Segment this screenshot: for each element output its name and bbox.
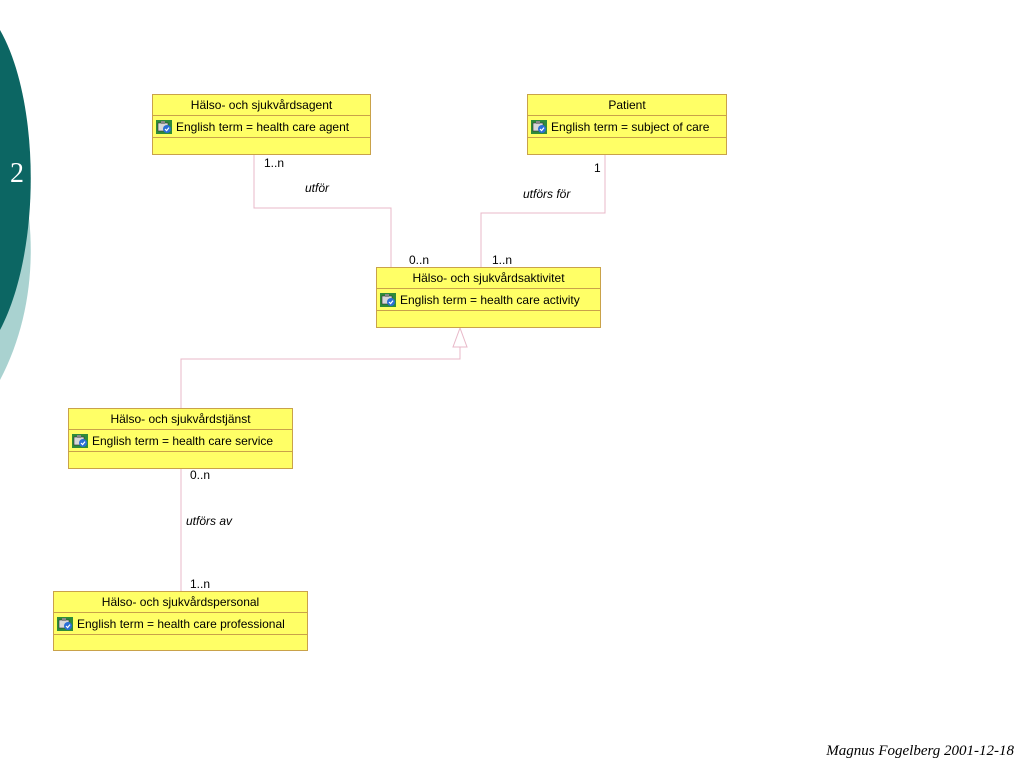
attribute-icon [380, 292, 396, 307]
association-agent-activity [253, 155, 392, 268]
class-health-care-activity[interactable]: Hälso- och sjukvårdsaktivitet English te… [376, 267, 601, 328]
class-health-care-agent[interactable]: Hälso- och sjukvårdsagent English term =… [152, 94, 371, 155]
class-name: Hälso- och sjukvårdspersonal [54, 592, 307, 613]
class-name: Hälso- och sjukvårdstjänst [69, 409, 292, 430]
class-operations [528, 138, 726, 151]
attribute-icon [72, 433, 88, 448]
class-attribute: English term = health care agent [153, 116, 370, 138]
attribute-text: English term = health care agent [176, 119, 350, 134]
class-operations [69, 452, 292, 465]
class-name: Hälso- och sjukvårdsaktivitet [377, 268, 600, 289]
attribute-text: English term = subject of care [551, 119, 710, 134]
class-attribute: English term = health care professional [54, 613, 307, 635]
multiplicity-activity-patient-end: 1..n [492, 253, 513, 267]
class-attribute: English term = health care service [69, 430, 292, 452]
connector-lines [180, 155, 606, 591]
class-health-care-service[interactable]: Hälso- och sjukvårdstjänst English term … [68, 408, 293, 469]
association-patient-activity [480, 155, 606, 268]
class-attribute: English term = health care activity [377, 289, 600, 311]
multiplicity-personnel: 1..n [190, 577, 211, 591]
generalization-arrowhead [452, 326, 468, 348]
role-utfors-av: utförs av [186, 514, 233, 528]
footer-author-date: Magnus Fogelberg 2001-12-18 [826, 743, 1014, 759]
role-utfors-for: utförs för [523, 187, 571, 201]
class-operations [153, 138, 370, 151]
class-name: Patient [528, 95, 726, 116]
attribute-text: English term = health care activity [400, 292, 580, 307]
multiplicity-activity-agent-end: 0..n [409, 253, 430, 267]
attribute-icon [531, 119, 547, 134]
attribute-text: English term = health care service [92, 433, 274, 448]
multiplicity-agent: 1..n [264, 156, 285, 170]
multiplicity-service: 0..n [190, 468, 211, 482]
role-utfor: utför [305, 181, 330, 195]
class-attribute: English term = subject of care [528, 116, 726, 138]
class-operations [54, 635, 307, 648]
class-operations [377, 311, 600, 324]
class-name: Hälso- och sjukvårdsagent [153, 95, 370, 116]
attribute-text: English term = health care professional [77, 616, 285, 631]
attribute-icon [57, 616, 73, 631]
slide-number: 2 [10, 158, 24, 189]
multiplicity-patient: 1 [594, 161, 601, 175]
generalization-service-activity [180, 347, 461, 408]
attribute-icon [156, 119, 172, 134]
slide-decoration [0, 30, 31, 380]
class-health-care-personnel[interactable]: Hälso- och sjukvårdspersonal English ter… [53, 591, 308, 651]
class-patient[interactable]: Patient English term = subject of care [527, 94, 727, 155]
